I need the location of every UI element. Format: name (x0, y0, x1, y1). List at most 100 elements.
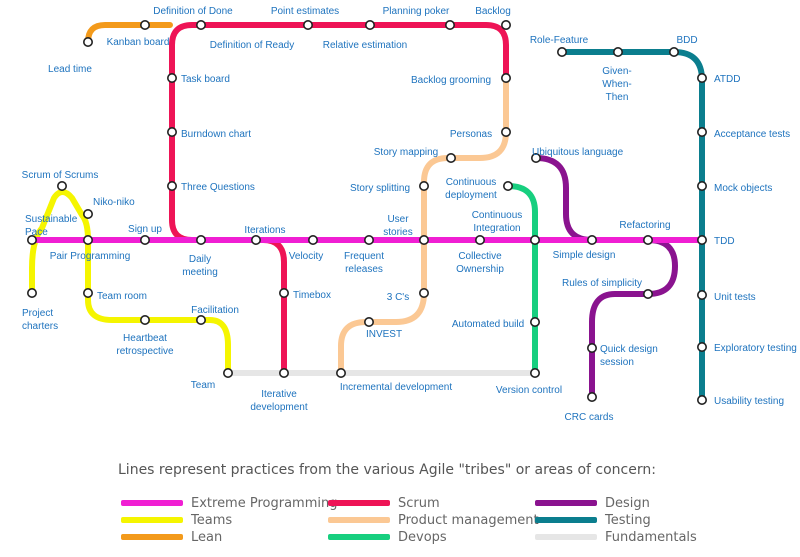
station-automated-build (529, 316, 540, 327)
label-line: Version control (496, 385, 562, 396)
label-simple-design: Simple design (553, 250, 616, 261)
label-point-estimates: Point estimates (271, 6, 339, 17)
station-relative-estimation (364, 19, 375, 30)
label-line: charters (22, 321, 58, 332)
station-backlog (500, 19, 511, 30)
label-sign-up: Sign up (128, 224, 162, 235)
label-backlog-grooming: Backlog grooming (411, 75, 491, 86)
label-line: Heartbeat (123, 333, 167, 344)
label-velocity: Velocity (289, 251, 323, 262)
station-invest (363, 316, 374, 327)
station-story-splitting (418, 181, 429, 192)
label-burndown-chart: Burndown chart (181, 129, 251, 140)
label-line: When- (602, 79, 631, 90)
station-daily-meeting (196, 235, 207, 246)
legend-label: Extreme Programming (191, 496, 337, 511)
label-line: INVEST (366, 329, 402, 340)
legend-swatch (328, 517, 390, 523)
label-line: 3 C's (387, 292, 409, 303)
station-kanban-board (140, 19, 151, 30)
label-line: Given- (602, 66, 631, 77)
label-line: Role-Feature (530, 35, 589, 46)
station-team (223, 367, 234, 378)
legend-swatch (121, 534, 183, 540)
legend-item-teams: Teams (121, 513, 232, 528)
design-line (533, 155, 678, 400)
label-three-questions: Three Questions (181, 182, 255, 193)
label-line: Rules of simplicity (562, 278, 642, 289)
legend-swatch (121, 517, 183, 523)
station-story-mapping (445, 153, 456, 164)
label-line: Exploratory testing (714, 343, 797, 354)
station-given-when-then (612, 46, 623, 57)
label-line: Unit tests (714, 292, 756, 303)
label-incremental-development: Incremental development (340, 382, 453, 393)
station-crc-cards (586, 391, 597, 402)
label-line: Quick design (600, 344, 658, 355)
label-line: Backlog (475, 6, 511, 17)
label-line: Pair Programming (50, 251, 131, 262)
label-line: Ownership (456, 264, 504, 275)
label-line: Refactoring (619, 220, 670, 231)
label-line: Point estimates (271, 6, 339, 17)
label-ubiquitous-language: Ubiquitous language (532, 147, 624, 158)
station-bdd (668, 46, 679, 57)
legend-item-devops: Devops (328, 530, 447, 545)
legend-label: Testing (604, 513, 651, 528)
devops-line (505, 183, 538, 376)
label-line: Story splitting (350, 183, 410, 194)
label-line: Sustainable (25, 214, 78, 225)
label-line: Velocity (289, 251, 323, 262)
station-exploratory-testing (696, 341, 707, 352)
label-line: session (600, 357, 634, 368)
label-facilitation: Facilitation (191, 305, 239, 316)
label-line: meeting (182, 267, 218, 278)
label-line: Niko-niko (93, 197, 135, 208)
legend-label: Design (605, 496, 650, 511)
station-backlog-grooming (500, 73, 511, 84)
label-version-control: Version control (496, 385, 562, 396)
station-lead-time (83, 36, 94, 47)
label-unit-tests: Unit tests (714, 292, 756, 303)
legend-swatch (535, 500, 597, 506)
station-unit-tests (696, 289, 707, 300)
label-line: Definition of Done (153, 6, 233, 17)
label-line: Lead time (48, 64, 92, 75)
station-team-room (83, 287, 94, 298)
legend-label: Scrum (398, 496, 440, 511)
label-team: Team (191, 380, 215, 391)
station-simple-design (586, 235, 597, 246)
station-three-cs (418, 287, 429, 298)
label-line: Continuous (472, 210, 523, 221)
station-definition-of-done (196, 19, 207, 30)
label-acceptance-tests: Acceptance tests (714, 129, 790, 140)
label-line: Frequent (344, 251, 384, 262)
label-automated-build: Automated build (452, 319, 524, 330)
label-line: Integration (473, 223, 520, 234)
label-scrum-of-scrums: Scrum of Scrums (22, 170, 99, 181)
label-line: releases (345, 264, 383, 275)
label-niko-niko: Niko-niko (93, 197, 135, 208)
label-line: development (250, 402, 307, 413)
legend-label: Product management (398, 513, 539, 528)
station-burndown-chart (167, 127, 178, 138)
label-definition-of-done: Definition of Done (153, 6, 233, 17)
station-frequent-releases (363, 235, 374, 246)
label-line: Three Questions (181, 182, 255, 193)
station-point-estimates (302, 19, 313, 30)
legend-label: Devops (398, 530, 447, 545)
label-atdd: ATDD (714, 74, 740, 85)
label-lead-time: Lead time (48, 64, 92, 75)
label-line: Scrum of Scrums (22, 170, 99, 181)
label-line: BDD (676, 35, 697, 46)
label-line: Task board (181, 74, 230, 85)
label-line: Daily (189, 254, 211, 265)
label-relative-estimation: Relative estimation (323, 40, 407, 51)
station-role-feature (556, 46, 567, 57)
label-line: Mock objects (714, 183, 772, 194)
